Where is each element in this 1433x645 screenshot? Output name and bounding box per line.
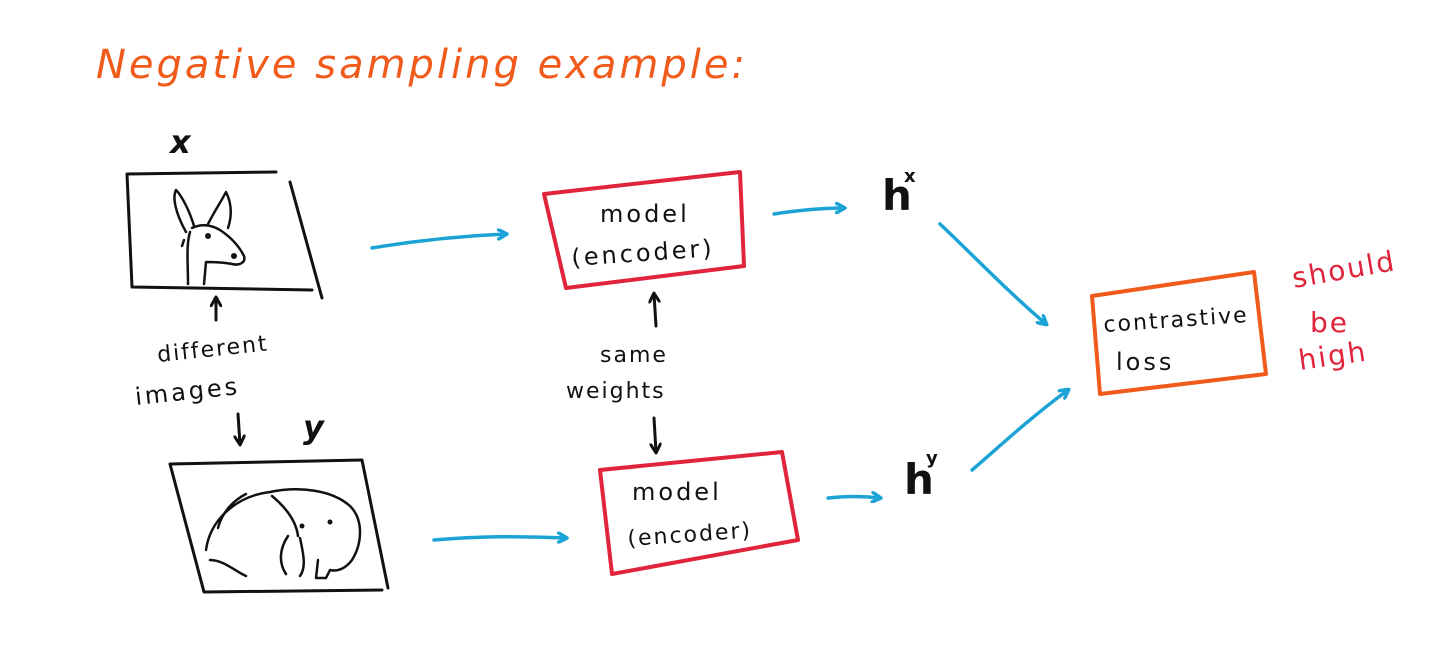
loss-line1: contrastive xyxy=(1103,303,1250,338)
shared-down-arrow-icon xyxy=(654,416,656,452)
should-be-high-note: should be high xyxy=(1289,244,1398,377)
encoder-top-box: model (encoder) xyxy=(542,170,746,290)
elephant-sketch-icon xyxy=(204,488,362,580)
images-label: images xyxy=(134,372,242,411)
embedding-hy: h y xyxy=(904,448,938,504)
hy-base: h xyxy=(904,455,934,504)
down-arrow-icon xyxy=(238,412,240,444)
contrastive-loss-box: contrastive loss xyxy=(1090,270,1268,396)
note-high: high xyxy=(1296,335,1369,377)
encoder-bottom-line2: (encoder) xyxy=(627,518,753,552)
encoder-bottom-box: model (encoder) xyxy=(598,450,800,576)
arrow-y-to-encoder xyxy=(432,537,566,540)
weights-label: weights xyxy=(566,379,666,404)
shared-up-arrow-icon xyxy=(654,294,656,328)
y-label: y xyxy=(303,408,325,446)
arrow-encoder-to-hy xyxy=(826,497,880,499)
arrow-x-to-encoder xyxy=(370,234,506,250)
deer-sketch-icon xyxy=(173,188,246,286)
diagram-title: Negative sampling example: xyxy=(96,42,748,88)
input-image-x xyxy=(125,170,324,300)
same-label: same xyxy=(600,343,668,368)
encoder-top-line2: (encoder) xyxy=(570,234,715,272)
note-should: should xyxy=(1289,244,1398,295)
note-be: be xyxy=(1310,306,1349,339)
loss-line2: loss xyxy=(1116,348,1174,376)
embedding-hx: h x xyxy=(882,166,916,220)
arrow-hx-to-loss xyxy=(938,222,1046,324)
hx-base: h xyxy=(882,171,912,220)
hx-sup: x xyxy=(904,166,916,187)
encoder-top-line1: model xyxy=(600,200,690,228)
different-label: different xyxy=(156,331,270,368)
input-image-y xyxy=(168,458,390,594)
hy-sup: y xyxy=(926,448,938,469)
arrow-hy-to-loss xyxy=(970,390,1068,472)
arrow-encoder-to-hx xyxy=(772,208,844,216)
x-label: x xyxy=(168,123,192,161)
encoder-bottom-line1: model xyxy=(632,478,722,506)
